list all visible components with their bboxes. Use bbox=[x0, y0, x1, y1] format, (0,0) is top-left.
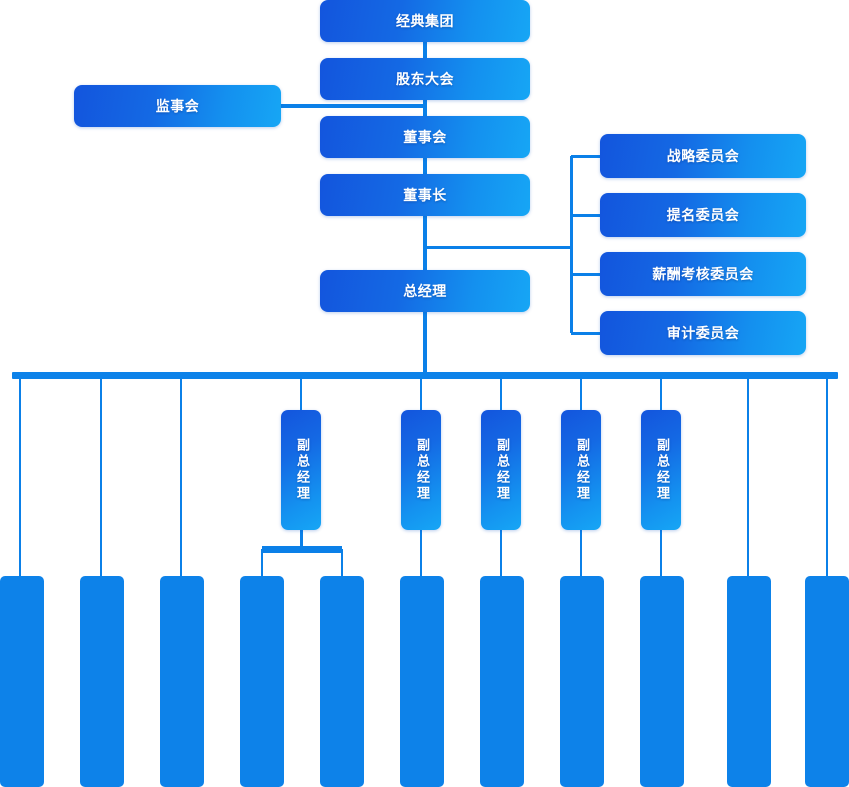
node-dept-7[interactable] bbox=[480, 576, 524, 787]
rail-drop-10 bbox=[826, 379, 828, 576]
node-dept-1[interactable] bbox=[0, 576, 44, 787]
committee-branch-3 bbox=[571, 272, 600, 276]
rail-drop-to-vice-gm-8 bbox=[660, 379, 662, 410]
node-group[interactable]: 经典集团 bbox=[320, 0, 530, 42]
committee-branch-1 bbox=[571, 154, 600, 158]
node-gm[interactable]: 总经理 bbox=[320, 270, 530, 312]
node-dept-3[interactable] bbox=[160, 576, 204, 787]
node-dept-9[interactable] bbox=[640, 576, 684, 787]
node-audit[interactable]: 审计委员会 bbox=[600, 311, 806, 355]
node-chairman[interactable]: 董事长 bbox=[320, 174, 530, 216]
rail-drop-to-vice-gm-7 bbox=[580, 379, 582, 410]
node-dept-5[interactable] bbox=[320, 576, 364, 787]
node-vgm-2[interactable]: 副总经理 bbox=[401, 410, 441, 530]
node-vgm-4[interactable]: 副总经理 bbox=[561, 410, 601, 530]
vice-gm-1-branch-left bbox=[261, 549, 263, 576]
committee-trunk-link bbox=[425, 245, 571, 249]
gm-to-rail bbox=[423, 312, 427, 379]
node-dept-8[interactable] bbox=[560, 576, 604, 787]
node-vgm-3[interactable]: 副总经理 bbox=[481, 410, 521, 530]
node-dept-10[interactable] bbox=[727, 576, 771, 787]
node-dept-2[interactable] bbox=[80, 576, 124, 787]
vice-gm-1-stem bbox=[299, 530, 303, 549]
node-vgm-5[interactable]: 副总经理 bbox=[641, 410, 681, 530]
rail-drop-to-vice-gm-6 bbox=[500, 379, 502, 410]
node-nomination[interactable]: 提名委员会 bbox=[600, 193, 806, 237]
vice-gm-5-stem bbox=[660, 530, 662, 576]
node-dept-4[interactable] bbox=[240, 576, 284, 787]
node-dept-6[interactable] bbox=[400, 576, 444, 787]
node-dept-11[interactable] bbox=[805, 576, 849, 787]
committee-branch-2 bbox=[571, 213, 600, 217]
rail-drop-3 bbox=[180, 379, 182, 576]
node-strategy[interactable]: 战略委员会 bbox=[600, 134, 806, 178]
node-board[interactable]: 董事会 bbox=[320, 116, 530, 158]
node-remuneration[interactable]: 薪酬考核委员会 bbox=[600, 252, 806, 296]
distribution-rail bbox=[12, 372, 838, 379]
rail-drop-9 bbox=[747, 379, 749, 576]
vice-gm-4-stem bbox=[580, 530, 582, 576]
committee-branch-4 bbox=[571, 331, 600, 335]
node-vgm-1[interactable]: 副总经理 bbox=[281, 410, 321, 530]
vice-gm-3-stem bbox=[500, 530, 502, 576]
supervisory-connector bbox=[281, 104, 427, 108]
vice-gm-1-bracket bbox=[262, 545, 342, 553]
node-supervisors[interactable]: 监事会 bbox=[74, 85, 281, 127]
vice-gm-1-branch-right bbox=[341, 549, 343, 576]
rail-drop-to-vice-gm-4 bbox=[300, 379, 302, 410]
node-shareholders[interactable]: 股东大会 bbox=[320, 58, 530, 100]
rail-drop-2 bbox=[100, 379, 102, 576]
committee-spine bbox=[569, 156, 573, 333]
rail-drop-1 bbox=[19, 379, 21, 576]
vice-gm-2-stem bbox=[420, 530, 422, 576]
rail-drop-to-vice-gm-5 bbox=[420, 379, 422, 410]
